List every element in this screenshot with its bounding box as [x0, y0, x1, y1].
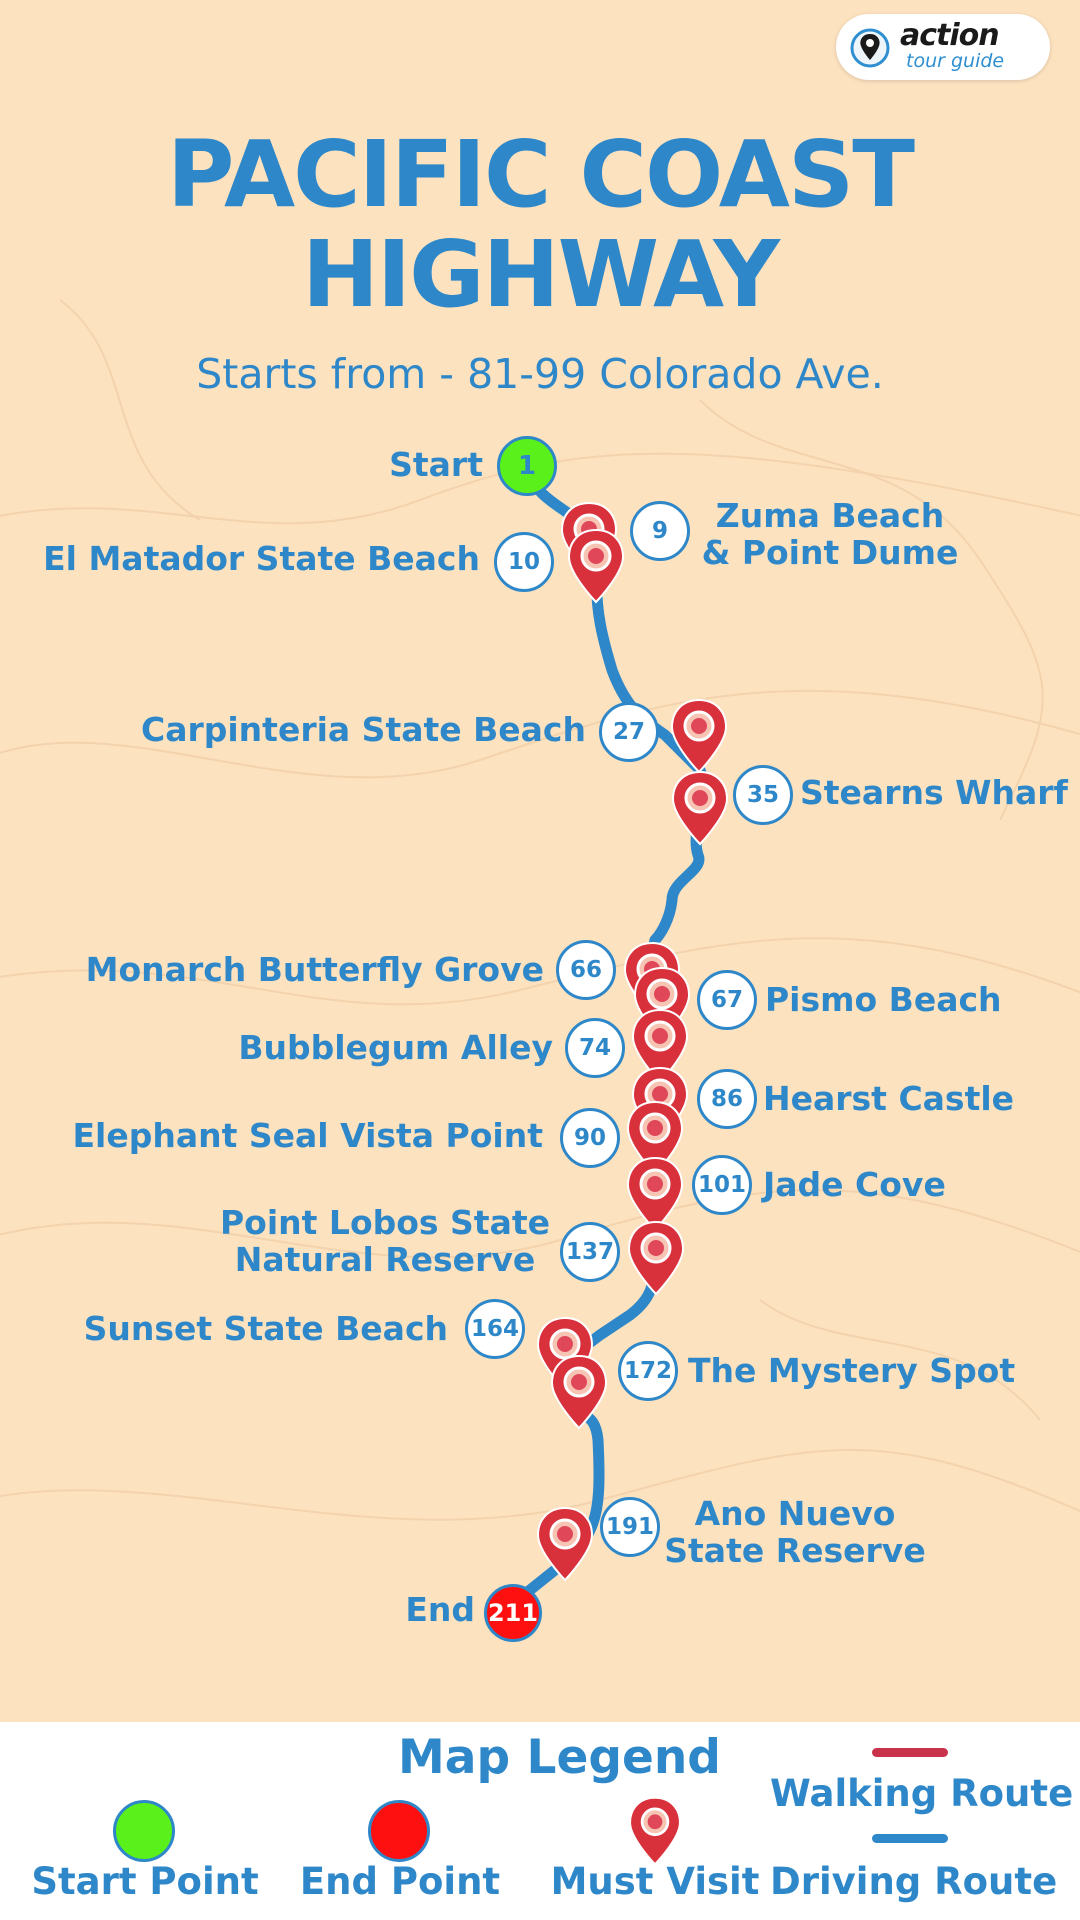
legend-must-visit: Must Visit	[550, 1860, 760, 1903]
stop-label: Stearns Wharf	[800, 773, 1068, 812]
stop-number-badge[interactable]: 74	[565, 1018, 625, 1078]
stop-label: Jade Cove	[763, 1165, 946, 1204]
start-marker[interactable]: 1	[497, 436, 557, 496]
brand-logo: action tour guide	[836, 14, 1050, 80]
stop-number-badge[interactable]: 90	[560, 1108, 620, 1168]
stop-number-badge[interactable]: 101	[692, 1155, 752, 1215]
map-pin-icon[interactable]	[626, 1220, 686, 1296]
stop-label: Zuma Beach& Point Dume	[701, 496, 959, 572]
stop-label: Carpinteria State Beach	[140, 710, 586, 749]
start-label: Start	[389, 445, 483, 484]
stop-label: El Matador State Beach	[43, 539, 480, 578]
stop-label: Pismo Beach	[765, 980, 1002, 1019]
map-pin-icon[interactable]	[670, 770, 730, 846]
page-title-line1: PACIFIC COAST	[166, 121, 915, 228]
stop-number-badge[interactable]: 164	[465, 1299, 525, 1359]
legend-start-point: Start Point	[31, 1860, 259, 1903]
stop-number-badge[interactable]: 67	[697, 970, 757, 1030]
page-subtitle: Starts from - 81-99 Colorado Ave.	[196, 350, 884, 398]
start-point-legend-icon	[113, 1800, 175, 1862]
page-title-line2: HIGHWAY	[301, 221, 780, 328]
legend-walking-route: Walking Route	[770, 1772, 1074, 1815]
map-pin-icon[interactable]	[669, 698, 729, 774]
end-marker[interactable]: 211	[484, 1584, 542, 1642]
brand-word-tourguide: tour guide	[906, 50, 1005, 72]
stop-number-badge[interactable]: 35	[733, 765, 793, 825]
map-pin-icon[interactable]	[566, 528, 626, 604]
end-label: End	[405, 1590, 475, 1629]
map-pin-icon[interactable]	[535, 1506, 595, 1582]
stop-number-badge[interactable]: 191	[600, 1497, 660, 1557]
stop-label: The Mystery Spot	[688, 1351, 1016, 1390]
stop-label: Bubblegum Alley	[238, 1028, 553, 1067]
logo-pin-icon	[850, 28, 890, 68]
map-pin-icon[interactable]	[625, 1156, 685, 1232]
must-visit-pin-icon	[629, 1796, 681, 1866]
stop-label: Elephant Seal Vista Point	[72, 1116, 543, 1155]
end-point-legend-icon	[368, 1800, 430, 1862]
legend-end-point: End Point	[299, 1860, 501, 1903]
stop-label: Hearst Castle	[763, 1079, 1015, 1118]
driving-route-legend-line	[872, 1834, 948, 1843]
stop-number-badge[interactable]: 66	[556, 940, 616, 1000]
stop-number-badge[interactable]: 10	[494, 532, 554, 592]
stop-number-badge[interactable]: 172	[618, 1341, 678, 1401]
stop-number-badge[interactable]: 137	[560, 1222, 620, 1282]
walking-route-legend-line	[872, 1748, 948, 1757]
stop-number-badge[interactable]: 9	[630, 501, 690, 561]
driving-route-line	[499, 462, 709, 1618]
map-pin-icon[interactable]	[549, 1354, 609, 1430]
legend-driving-route: Driving Route	[770, 1860, 1058, 1903]
legend-title: Map Legend	[398, 1730, 721, 1785]
stop-number-badge[interactable]: 27	[599, 702, 659, 762]
stop-label: Monarch Butterfly Grove	[85, 950, 544, 989]
stop-label: Sunset State Beach	[83, 1309, 448, 1348]
map-pin-icon[interactable]	[625, 1100, 685, 1176]
map-legend: Map Legend Start Point End Point Must Vi…	[0, 1722, 1080, 1920]
brand-word-action: action	[900, 18, 1000, 53]
stop-number-badge[interactable]: 86	[697, 1069, 757, 1129]
